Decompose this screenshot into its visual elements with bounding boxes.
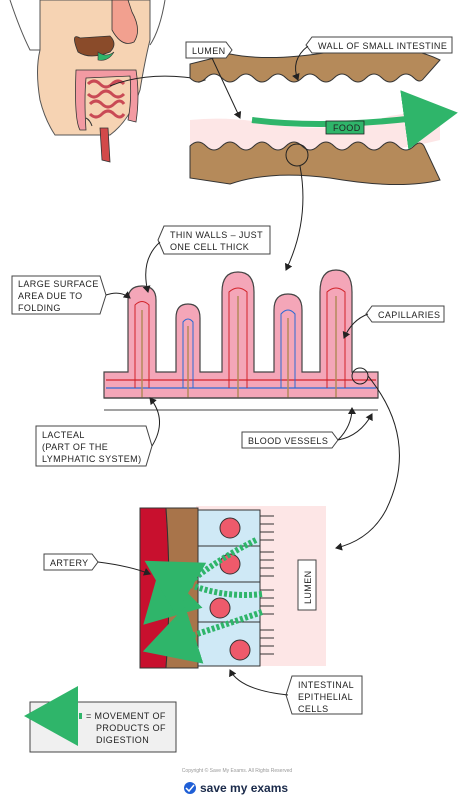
label-wall: WALL OF SMALL INTESTINE: [292, 36, 453, 81]
label-epithelial: INTESTINAL EPITHELIAL CELLS: [229, 669, 363, 715]
svg-text:FOLDING: FOLDING: [18, 303, 61, 313]
brand-logo-icon: [184, 782, 196, 794]
svg-text:ARTERY: ARTERY: [50, 558, 89, 568]
svg-text:CAPILLARIES: CAPILLARIES: [378, 310, 440, 320]
label-lumen-side: LUMEN: [303, 570, 313, 604]
food-label: FOOD: [333, 123, 361, 133]
svg-text:THIN WALLS – JUST: THIN WALLS – JUST: [170, 230, 263, 240]
brand-text: save my exams: [200, 781, 288, 795]
legend: = MOVEMENT OF PRODUCTS OF DIGESTION: [23, 686, 177, 753]
svg-text:ONE CELL THICK: ONE CELL THICK: [170, 242, 249, 252]
svg-text:DIGESTION: DIGESTION: [96, 735, 149, 745]
svg-text:INTESTINAL: INTESTINAL: [298, 680, 354, 690]
zoom-circle-1: [285, 143, 309, 167]
copyright-text: Copyright © Save My Exams. All Rights Re…: [182, 767, 293, 774]
label-artery: ARTERY: [43, 553, 151, 576]
label-thin-walls: THIN WALLS – JUST ONE CELL THICK: [142, 225, 271, 293]
svg-text:LYMPHATIC SYSTEM): LYMPHATIC SYSTEM): [42, 454, 141, 464]
food-tag: [325, 120, 365, 135]
label-capillaries: CAPILLARIES: [342, 305, 445, 339]
svg-text:LUMEN: LUMEN: [192, 46, 226, 56]
label-surface-area: LARGE SURFACE AREA DUE TO FOLDING: [11, 275, 131, 315]
label-lumen-top: LUMEN: [185, 41, 242, 119]
torso-illustration: [9, 0, 166, 163]
villi-section: [103, 269, 379, 411]
svg-text:(PART OF THE: (PART OF THE: [42, 442, 108, 452]
svg-text:BLOOD VESSELS: BLOOD VESSELS: [248, 436, 328, 446]
svg-text:LARGE SURFACE: LARGE SURFACE: [18, 279, 99, 289]
label-lacteal: LACTEAL (PART OF THE LYMPHATIC SYSTEM): [35, 397, 160, 467]
svg-text:WALL OF SMALL INTESTINE: WALL OF SMALL INTESTINE: [318, 41, 447, 51]
zoom-connector-3: [335, 375, 400, 551]
label-blood-vessels: BLOOD VESSELS: [241, 407, 373, 449]
svg-text:AREA DUE TO: AREA DUE TO: [18, 291, 83, 301]
svg-text:= MOVEMENT OF: = MOVEMENT OF: [86, 711, 166, 721]
svg-text:EPITHELIAL: EPITHELIAL: [298, 692, 353, 702]
footer: Copyright © Save My Exams. All Rights Re…: [182, 767, 293, 795]
zoom-connector-2: [284, 165, 304, 271]
intestine-section: FOOD: [189, 47, 458, 186]
cell-section: LUMEN: [139, 506, 326, 669]
svg-text:LACTEAL: LACTEAL: [42, 430, 85, 440]
svg-text:PRODUCTS OF: PRODUCTS OF: [96, 723, 166, 733]
svg-text:CELLS: CELLS: [298, 704, 329, 714]
